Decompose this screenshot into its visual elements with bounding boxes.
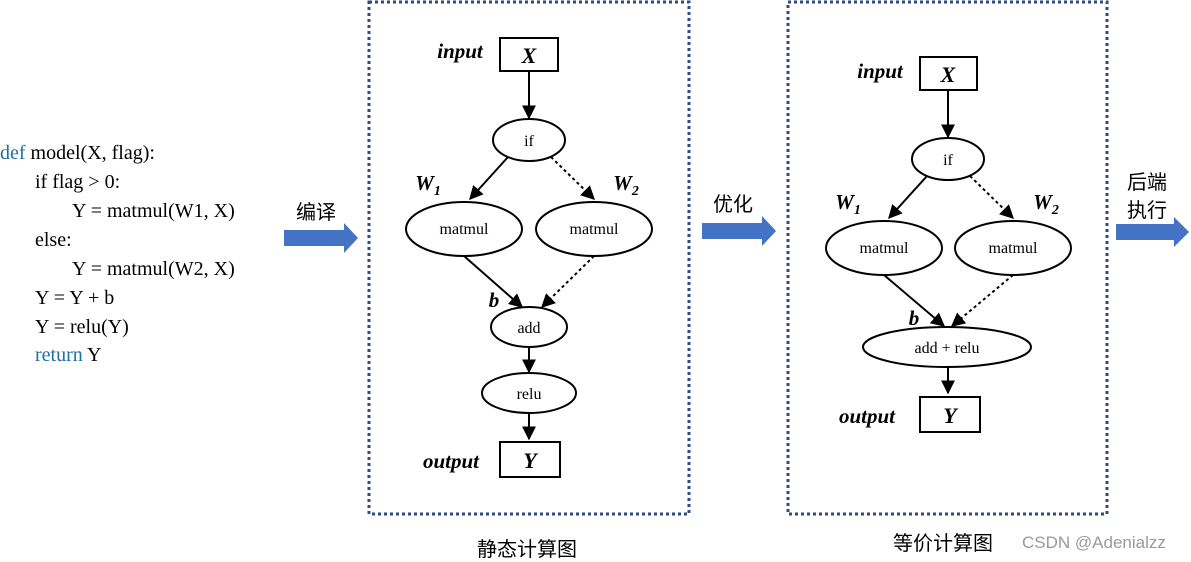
- static-graph-frame: [367, 0, 691, 516]
- static-output-node-label: Y: [523, 448, 539, 473]
- static-w2-label: W2: [613, 171, 639, 199]
- code-line-else: else:: [35, 229, 72, 251]
- optimize-block-arrow: [702, 216, 776, 246]
- code-keyword: return: [35, 344, 83, 366]
- static-input-node-label: X: [521, 43, 538, 68]
- code-line-add-b: Y = Y + b: [35, 287, 115, 309]
- code-text: model(X, flag):: [25, 142, 155, 164]
- static-input-label: input: [437, 39, 484, 63]
- backend-label-line2: 执行: [1127, 198, 1167, 222]
- static-add-node-label: add: [517, 320, 540, 337]
- equiv-edge-if-matmul-right: [969, 175, 1015, 219]
- optimize-label: 优化: [713, 192, 753, 216]
- equiv-w1-label: W1: [835, 190, 861, 218]
- equiv-input-node: [919, 56, 978, 91]
- static-w2-sub: 2: [631, 184, 639, 199]
- static-if-node-label: if: [524, 133, 534, 150]
- code-keyword: def: [0, 142, 26, 164]
- static-output-node: [499, 441, 561, 478]
- static-relu-node-label: relu: [517, 386, 542, 403]
- equiv-if-node-label: if: [943, 152, 953, 169]
- equiv-w2-label: W2: [1033, 190, 1059, 218]
- equiv-edge-matmul-left-addrelu: [883, 274, 946, 327]
- static-input-node: [499, 37, 559, 72]
- code-line-matmul-w1: Y = matmul(W1, X): [72, 200, 235, 222]
- equiv-edge-matmul-right-addrelu: [950, 274, 1014, 327]
- static-w1-label: W1: [415, 171, 441, 199]
- code-line-matmul-w2: Y = matmul(W2, X): [72, 258, 235, 280]
- equiv-w2-sub: 2: [1051, 203, 1059, 218]
- static-if-node: [492, 118, 566, 162]
- equiv-matmul-right-label: matmul: [989, 240, 1038, 257]
- static-w1-sub: 1: [434, 184, 441, 199]
- equiv-output-node: [919, 396, 981, 433]
- code-line-relu: Y = relu(Y): [35, 316, 129, 338]
- watermark: CSDN @Adenialzz: [1022, 533, 1166, 552]
- static-b-label: b: [489, 288, 500, 312]
- code-line-return: return Y: [35, 343, 101, 367]
- static-edge-if-matmul-right: [550, 156, 596, 200]
- code-line-if: if flag > 0:: [35, 171, 121, 193]
- static-edge-if-matmul-left: [469, 156, 509, 201]
- compile-label: 编译: [296, 200, 336, 224]
- equiv-matmul-left-label: matmul: [860, 240, 909, 257]
- static-graph-caption: 静态计算图: [477, 537, 577, 561]
- static-w2-base: W: [613, 171, 633, 195]
- equiv-edge-if-matmul-left: [888, 175, 928, 220]
- static-output-label: output: [423, 449, 480, 473]
- equiv-addrelu-node-label: add + relu: [915, 340, 980, 357]
- static-matmul-right-label: matmul: [570, 221, 619, 238]
- static-w1-base: W: [415, 171, 435, 195]
- equiv-w1-sub: 1: [854, 203, 861, 218]
- equiv-graph-caption: 等价计算图: [893, 531, 993, 555]
- equiv-graph-frame: [786, 0, 1109, 516]
- backend-block-arrow: [1116, 217, 1189, 247]
- equiv-output-node-label: Y: [943, 403, 959, 428]
- equiv-b-label: b: [909, 306, 920, 330]
- equiv-input-label: input: [857, 59, 904, 83]
- static-edge-matmul-right-add: [541, 255, 595, 308]
- static-matmul-left-label: matmul: [440, 221, 489, 238]
- code-line-def: def model(X, flag):: [0, 141, 155, 165]
- equiv-output-label: output: [839, 404, 896, 428]
- code-text: Y: [82, 344, 102, 366]
- equiv-if-node: [911, 137, 985, 181]
- backend-label-line1: 后端: [1127, 170, 1167, 194]
- equiv-input-node-label: X: [940, 62, 957, 87]
- compile-block-arrow: [284, 223, 358, 253]
- static-edge-matmul-left-add: [463, 255, 524, 308]
- equiv-w2-base: W: [1033, 190, 1053, 214]
- equiv-w1-base: W: [835, 190, 855, 214]
